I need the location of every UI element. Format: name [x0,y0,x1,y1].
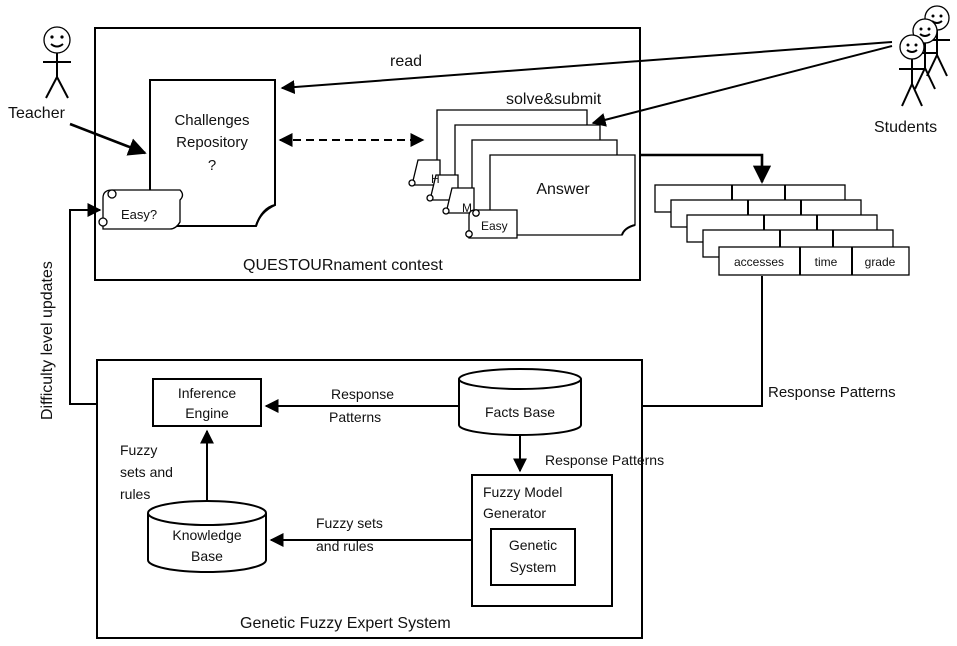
response-table-stack [654,184,910,276]
students-figure [899,5,950,107]
knowledge-base-cylinder [147,500,267,573]
genetic-system-box [490,528,576,586]
table-col-grade: grade [865,255,896,269]
response-down-label: Response Patterns [545,452,664,468]
partial-label-h: H [431,172,440,186]
table-col-accesses: accesses [734,255,784,269]
easy-scroll [98,189,184,230]
teacher-label: Teacher [8,105,66,122]
fuzzy-left-line-2: sets and [120,464,173,480]
generator-line-1: Fuzzy Model [483,484,562,500]
teacher-figure [43,26,71,99]
fuzzy-kb-line-1: Fuzzy sets [316,515,383,531]
inference-engine-box [152,378,262,427]
facts-base-label: Facts Base [485,404,555,420]
table-to-facts-arrow [583,276,763,413]
teacher-arrow [69,122,147,156]
partial-label-m: M [462,201,472,215]
expert-system-title: Genetic Fuzzy Expert System [240,615,451,632]
fuzzy-left-line-1: Fuzzy [120,442,157,458]
fuzzy-left-line-3: rules [120,486,150,502]
contest-title: QUESTOURnament contest [243,257,443,274]
table-col-time: time [815,255,838,269]
knowledge-line-2: Base [191,548,223,564]
answer-stack [408,109,636,239]
generator-line-2: Generator [483,505,546,521]
solve-submit-arrow [591,45,893,127]
repository-line-3: ? [208,157,216,174]
easy-scroll-label: Easy? [121,207,157,222]
repository-line-2: Repository [176,134,248,151]
read-label: read [390,53,422,70]
genetic-line-2: System [510,559,557,575]
solve-submit-label: solve&submit [506,91,602,108]
answer-label: Answer [536,181,590,198]
inference-line-1: Inference [178,385,237,401]
inference-line-2: Engine [185,405,229,421]
answer-easy-label: Easy [481,219,508,233]
fuzzy-kb-line-2: and rules [316,538,374,554]
response-left-line-1: Response [331,386,394,402]
difficulty-label: Difficulty level updates [39,261,56,420]
response-left-line-2: Patterns [329,409,381,425]
response-patterns-outer-label: Response Patterns [768,384,896,401]
genetic-line-1: Genetic [509,537,557,553]
repository-line-1: Challenges [174,112,249,129]
students-label: Students [874,119,937,136]
knowledge-line-1: Knowledge [172,527,241,543]
read-arrow [280,41,893,95]
contest-to-table-arrow [641,153,772,184]
facts-base-cylinder [458,368,582,436]
